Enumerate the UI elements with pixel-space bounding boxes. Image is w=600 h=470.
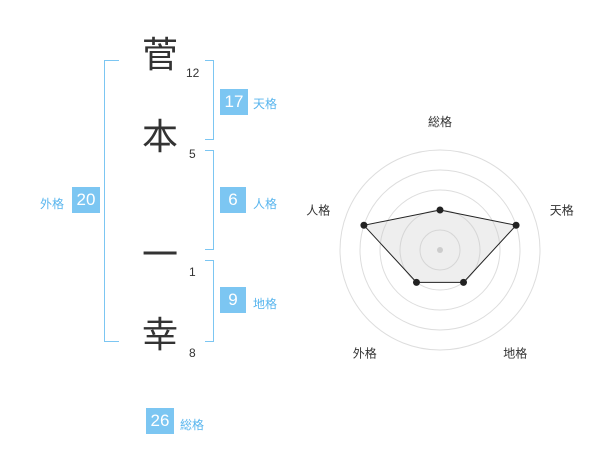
chikaku-label: 地格 bbox=[253, 297, 278, 311]
jinkaku-label: 人格 bbox=[253, 197, 278, 211]
radar-point-4 bbox=[360, 221, 368, 229]
radar-ring-5 bbox=[339, 149, 541, 351]
stroke-count-3: 1 bbox=[189, 265, 196, 279]
name-char-1: 菅 bbox=[141, 35, 178, 76]
chikaku-value: 9 bbox=[220, 287, 246, 313]
jinkaku-value: 6 bbox=[220, 187, 246, 213]
tenkaku-label: 天格 bbox=[253, 97, 278, 111]
radar-axis-label-4: 人格 bbox=[306, 202, 330, 217]
name-char-4: 幸 bbox=[141, 315, 178, 356]
chikaku-bracket bbox=[205, 260, 214, 342]
stroke-count-2: 5 bbox=[189, 147, 196, 161]
radar-point-3 bbox=[412, 278, 420, 286]
stroke-count-4: 8 bbox=[189, 346, 196, 360]
soukaku-value: 26 bbox=[146, 408, 174, 434]
radar-point-2 bbox=[460, 278, 468, 286]
radar-point-0 bbox=[436, 206, 444, 214]
tenkaku-bracket bbox=[205, 60, 214, 140]
radar-axis-label-2: 地格 bbox=[503, 346, 527, 360]
name-char-3: 一 bbox=[141, 235, 178, 276]
tenkaku-value: 17 bbox=[220, 89, 248, 115]
stroke-count-1: 12 bbox=[186, 66, 200, 80]
radar-center-dot bbox=[437, 247, 443, 253]
gaikaku-value: 20 bbox=[72, 187, 100, 213]
radar-series-polygon bbox=[362, 209, 518, 283]
radar-axis-label-1: 天格 bbox=[550, 202, 574, 217]
name-char-2: 本 bbox=[141, 117, 178, 158]
radar-ring-3 bbox=[379, 189, 501, 311]
radar-point-1 bbox=[512, 221, 520, 229]
jinkaku-bracket bbox=[205, 150, 214, 250]
radar-ring-4 bbox=[359, 169, 521, 331]
radar-axis-label-0: 総格 bbox=[428, 114, 452, 129]
gaikaku-bracket bbox=[104, 60, 119, 342]
radar-ring-1 bbox=[419, 229, 461, 271]
radar-axis-label-3: 外格 bbox=[353, 346, 377, 360]
gaikaku-label: 外格 bbox=[40, 197, 65, 211]
soukaku-label: 総格 bbox=[180, 418, 205, 432]
